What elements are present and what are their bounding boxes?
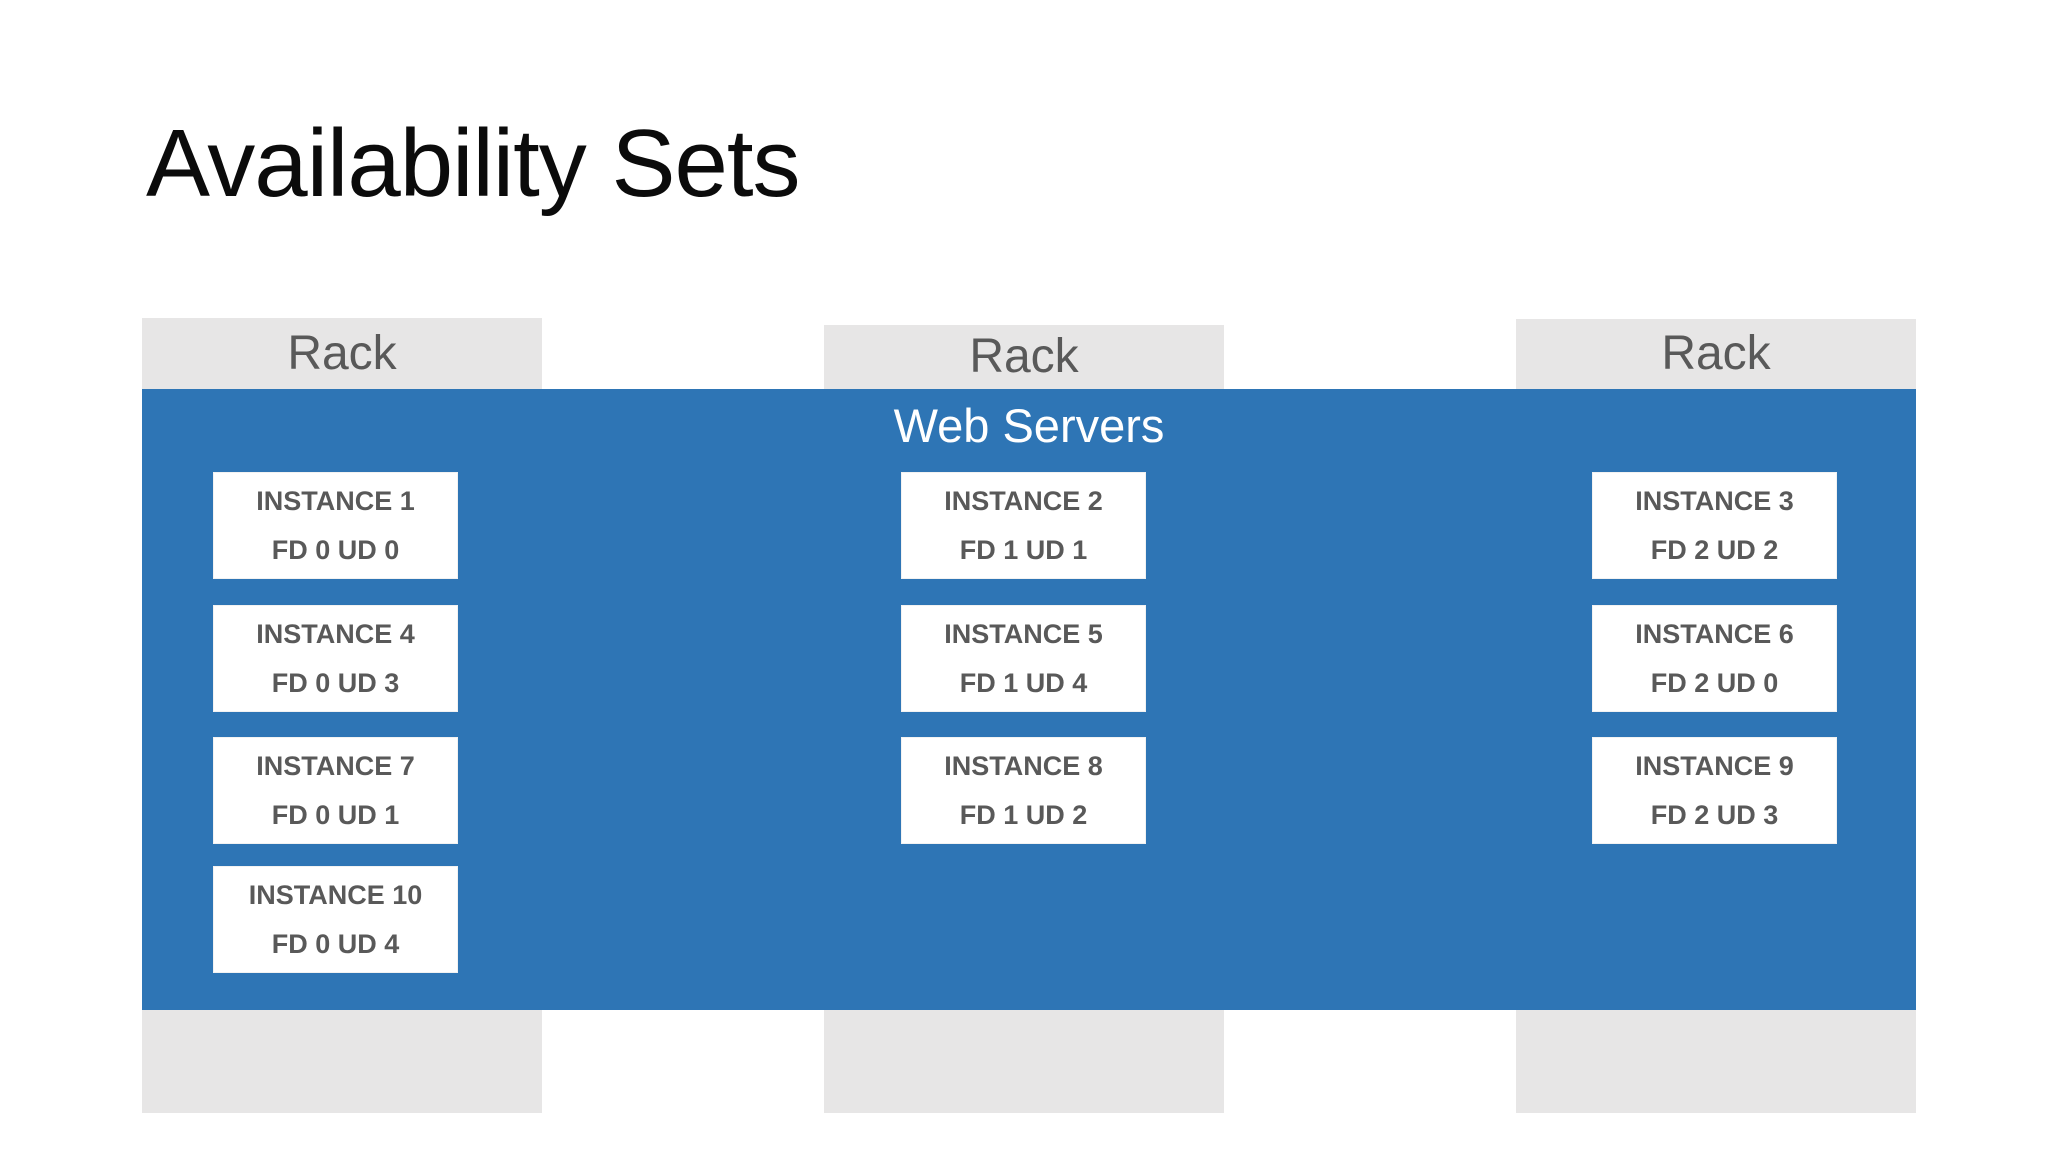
instance-1-name: INSTANCE 1 <box>256 485 415 516</box>
instance-3-name: INSTANCE 3 <box>1635 485 1794 516</box>
instance-box-2: INSTANCE 2 FD 1 UD 1 <box>901 472 1146 579</box>
instance-box-9: INSTANCE 9 FD 2 UD 3 <box>1592 737 1837 844</box>
rack-1-header: Rack <box>142 318 542 389</box>
instance-7-fdud: FD 0 UD 1 <box>271 799 400 830</box>
instance-6-name: INSTANCE 6 <box>1635 618 1794 649</box>
instance-7-name: INSTANCE 7 <box>256 750 415 781</box>
instance-9-name: INSTANCE 9 <box>1635 750 1794 781</box>
instance-box-5: INSTANCE 5 FD 1 UD 4 <box>901 605 1146 712</box>
instance-box-4: INSTANCE 4 FD 0 UD 3 <box>213 605 458 712</box>
instance-9-fdud: FD 2 UD 3 <box>1650 799 1779 830</box>
instance-box-1: INSTANCE 1 FD 0 UD 0 <box>213 472 458 579</box>
web-servers-band: Web Servers INSTANCE 1 FD 0 UD 0 INSTANC… <box>142 389 1916 1010</box>
instance-2-name: INSTANCE 2 <box>944 485 1103 516</box>
instance-6-fdud: FD 2 UD 0 <box>1650 667 1779 698</box>
rack-3-header: Rack <box>1516 319 1916 389</box>
rack-2-label: Rack <box>969 330 1079 383</box>
instance-box-3: INSTANCE 3 FD 2 UD 2 <box>1592 472 1837 579</box>
instance-box-8: INSTANCE 8 FD 1 UD 2 <box>901 737 1146 844</box>
instance-8-fdud: FD 1 UD 2 <box>959 799 1088 830</box>
rack-1-label: Rack <box>287 326 397 380</box>
instance-5-fdud: FD 1 UD 4 <box>959 667 1088 698</box>
instance-box-6: INSTANCE 6 FD 2 UD 0 <box>1592 605 1837 712</box>
rack-2-header: Rack <box>824 325 1224 389</box>
instance-10-name: INSTANCE 10 <box>248 879 423 910</box>
instance-box-7: INSTANCE 7 FD 0 UD 1 <box>213 737 458 844</box>
rack-3-label: Rack <box>1661 327 1771 380</box>
instance-box-10: INSTANCE 10 FD 0 UD 4 <box>213 866 458 973</box>
instance-5-name: INSTANCE 5 <box>944 618 1103 649</box>
instance-10-fdud: FD 0 UD 4 <box>271 928 400 959</box>
web-servers-label: Web Servers <box>893 399 1165 452</box>
instance-4-name: INSTANCE 4 <box>256 618 415 649</box>
instance-2-fdud: FD 1 UD 1 <box>959 534 1088 565</box>
instance-4-fdud: FD 0 UD 3 <box>271 667 400 698</box>
instance-8-name: INSTANCE 8 <box>944 750 1103 781</box>
instance-3-fdud: FD 2 UD 2 <box>1650 534 1779 565</box>
page-title: Availability Sets <box>146 110 801 217</box>
instance-1-fdud: FD 0 UD 0 <box>271 534 400 565</box>
